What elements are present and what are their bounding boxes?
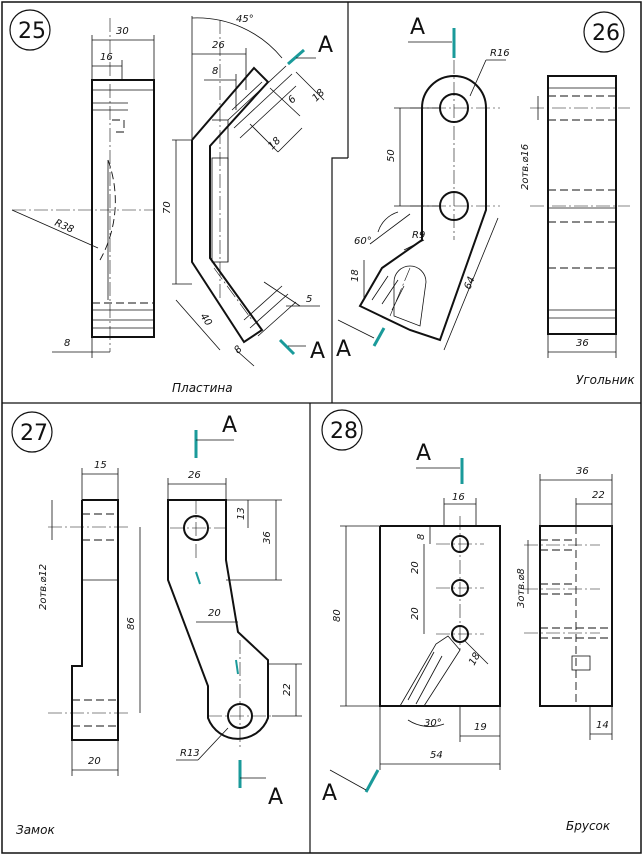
dim-r9: R9 bbox=[412, 230, 425, 241]
part-28-front-view bbox=[379, 516, 501, 707]
part-27-plan-view bbox=[167, 499, 272, 750]
cut-mark-right bbox=[235, 659, 239, 675]
panel-number: 28 bbox=[330, 419, 358, 444]
dim-r16: R16 bbox=[490, 48, 510, 59]
dim-r13: R13 bbox=[180, 748, 200, 759]
dim-20-lower: 20 bbox=[410, 607, 421, 620]
dim-16: 16 bbox=[100, 52, 113, 63]
part-28-side-view bbox=[524, 525, 613, 707]
dim-6: 6 bbox=[286, 94, 298, 106]
dim-22: 22 bbox=[592, 490, 605, 501]
dim-36: 36 bbox=[576, 338, 589, 349]
dim-2-holes: 2отв.⌀16 bbox=[520, 144, 531, 190]
dim-16: 16 bbox=[452, 492, 465, 503]
dim-36: 36 bbox=[262, 531, 273, 544]
dim-60deg: 60° bbox=[354, 236, 372, 247]
panel-25: 25 30 16 R38 8 bbox=[9, 9, 333, 395]
panel-number: 26 bbox=[592, 21, 620, 46]
dim-50: 50 bbox=[386, 149, 397, 162]
dim-30: 30 bbox=[116, 26, 129, 37]
section-label-bottom: A bbox=[268, 785, 283, 810]
dim-26: 26 bbox=[212, 40, 225, 51]
panel-27: 27 15 2отв.⌀12 86 20 bbox=[11, 411, 302, 837]
panel-number: 27 bbox=[20, 421, 48, 446]
dim-20-mid: 20 bbox=[208, 608, 221, 619]
part-25-side-view bbox=[191, 20, 297, 344]
dim-8: 8 bbox=[416, 534, 427, 540]
cut-mark-left bbox=[195, 571, 201, 585]
dim-40: 40 bbox=[198, 312, 214, 329]
part-26-main-view bbox=[358, 60, 500, 342]
dim-8-bottom: 8 bbox=[232, 344, 244, 356]
panel-number-circle bbox=[583, 11, 625, 53]
panel-28: 28 A 16 8 20 20 80 18 bbox=[321, 409, 613, 833]
section-mark-bottom bbox=[364, 769, 380, 793]
dim-45deg: 45° bbox=[236, 14, 254, 25]
dim-2-holes: 2отв.⌀12 bbox=[38, 564, 49, 610]
dim-14: 14 bbox=[596, 720, 609, 731]
dim-80: 80 bbox=[332, 609, 343, 622]
section-label-top: A bbox=[410, 15, 425, 40]
section-label-top: A bbox=[416, 441, 431, 466]
panel-number-circle bbox=[11, 411, 53, 453]
dim-3-holes: 3отв.⌀8 bbox=[516, 568, 527, 608]
panel-title: Замок bbox=[16, 823, 55, 837]
part-26-side-view bbox=[530, 75, 630, 335]
dim-18-top: 18 bbox=[310, 87, 327, 104]
dim-20-bottom: 20 bbox=[88, 756, 101, 767]
section-mark-bottom bbox=[278, 338, 296, 356]
dim-8: 8 bbox=[64, 338, 70, 349]
dim-8-top: 8 bbox=[212, 66, 218, 77]
dim-70: 70 bbox=[162, 201, 173, 214]
panel-number-circle bbox=[9, 9, 51, 51]
dim-86: 86 bbox=[126, 617, 137, 630]
dim-36: 36 bbox=[576, 466, 589, 477]
panel-number: 25 bbox=[18, 19, 46, 44]
dim-15: 15 bbox=[94, 460, 107, 471]
panel-26: 26 A R16 50 60° R9 18 6 bbox=[336, 11, 635, 387]
section-label-top: A bbox=[318, 33, 333, 58]
section-mark-bottom bbox=[372, 327, 386, 347]
dim-18: 18 bbox=[467, 651, 483, 668]
part-25-front-view bbox=[12, 18, 155, 352]
section-label-bottom: A bbox=[310, 339, 325, 364]
dim-18: 18 bbox=[350, 269, 361, 282]
section-label-top: A bbox=[222, 413, 237, 438]
divider-step bbox=[331, 157, 348, 403]
panel-title: Брусок bbox=[566, 819, 611, 833]
panel-title: Угольник bbox=[576, 373, 635, 387]
dim-54: 54 bbox=[430, 750, 443, 761]
panel-number-circle bbox=[321, 409, 363, 451]
panel-title: Пластина bbox=[172, 381, 233, 395]
dim-26: 26 bbox=[188, 470, 201, 481]
section-label-bottom: A bbox=[322, 781, 337, 806]
dim-30deg: 30° bbox=[424, 718, 442, 729]
dim-19: 19 bbox=[474, 722, 487, 733]
section-mark-top bbox=[287, 48, 305, 66]
part-27-front-view bbox=[48, 499, 130, 741]
dim-5: 5 bbox=[306, 294, 312, 305]
dim-13: 13 bbox=[236, 507, 247, 520]
dim-20-upper: 20 bbox=[410, 561, 421, 574]
section-label-bottom: A bbox=[336, 337, 351, 362]
dim-64: 64 bbox=[463, 275, 478, 291]
dim-22: 22 bbox=[282, 683, 293, 696]
